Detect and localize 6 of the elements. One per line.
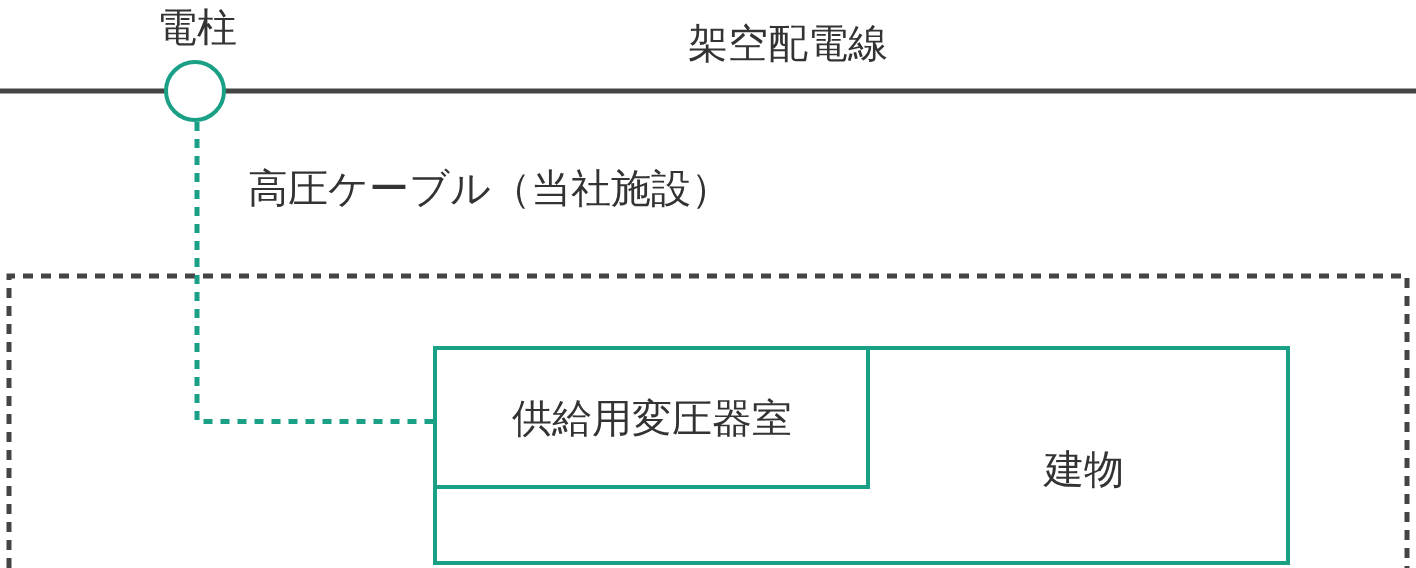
pole-label: 電柱 <box>157 4 237 50</box>
building-outline <box>433 346 1290 565</box>
room-label: 供給用変圧器室 <box>511 394 792 441</box>
cable-line <box>194 122 433 424</box>
building-label: 建物 <box>1044 446 1124 492</box>
power-line-label: 架空配電線 <box>688 20 888 66</box>
